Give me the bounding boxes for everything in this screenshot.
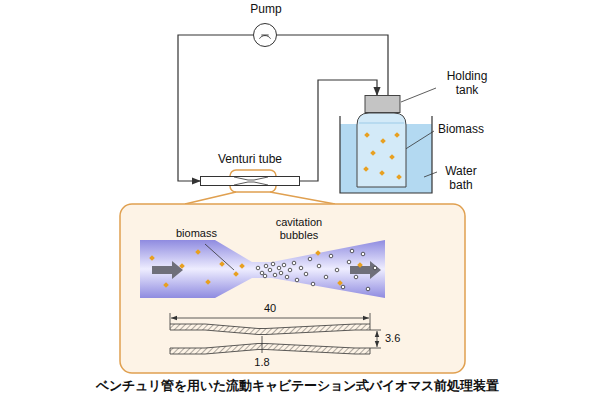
- callout: [185, 170, 335, 204]
- cavitation-bubble: [347, 260, 351, 264]
- dimension-value: 3.6: [383, 332, 417, 345]
- inset-panel: [120, 204, 465, 373]
- biomass-particle: [179, 263, 185, 269]
- leader-line: [205, 244, 234, 270]
- biomass-particle: [205, 279, 211, 285]
- flow-arrow: [152, 261, 183, 279]
- pump-symbol: Pump: [253, 23, 277, 47]
- cavitation-bubble: [329, 254, 333, 258]
- cavitation-bubble: [292, 261, 296, 265]
- leader-line: [424, 172, 437, 177]
- callout: [185, 192, 236, 204]
- biomass-particle: [149, 249, 363, 288]
- cavitation-bubble: [311, 282, 315, 286]
- venturi-tube: Venturi tube: [200, 176, 300, 186]
- callout: [270, 192, 335, 204]
- cavitation-bubble: [324, 275, 328, 279]
- pump-symbol-outline: [254, 24, 276, 46]
- part-label: Biomass: [438, 122, 498, 136]
- cavitation-bubble: [361, 252, 365, 256]
- pipe-connector: [277, 35, 388, 95]
- holding-tank-outline: [355, 95, 408, 188]
- cavitation-bubble: [299, 266, 303, 270]
- biomass-particle: [195, 249, 201, 255]
- cavitation-bubble: [282, 263, 286, 267]
- cavitation-bubble: [341, 285, 345, 289]
- cavitation-bubble: [335, 268, 339, 272]
- biomass-particle: [233, 271, 239, 277]
- dimension-line: [370, 348, 381, 349]
- cavitation-bubble: [304, 272, 308, 276]
- cavitation-bubble: [366, 287, 370, 291]
- cavitation-bubble: [273, 273, 277, 277]
- node-label: Pump: [232, 2, 300, 16]
- cavitation-bubble: [308, 257, 312, 261]
- cavitation-bubble: [256, 249, 377, 291]
- leader-line: [401, 88, 436, 102]
- biomass-particle: [163, 282, 169, 288]
- part-label: Water bath: [440, 164, 482, 193]
- cavitation-bubble: [264, 264, 268, 268]
- leader-line: [404, 131, 434, 150]
- cavitation-bubble: [256, 266, 260, 270]
- part-label: biomass: [176, 227, 226, 240]
- cavitation-bubble: [373, 266, 377, 270]
- cavitation-bubble: [279, 271, 283, 275]
- dimension-line: [170, 313, 381, 353]
- venturi-flow: [140, 240, 385, 298]
- biomass-particle: [357, 262, 363, 268]
- dimension-line: [262, 336, 263, 353]
- tube-wall: [170, 324, 370, 335]
- holding-tank: Holding tank: [355, 95, 408, 188]
- dimension-line: [370, 330, 381, 331]
- biomass-particle: [239, 263, 245, 269]
- dimension-value: 1.8: [252, 356, 271, 369]
- flow-arrow: [350, 261, 381, 279]
- biomass-particle: [149, 255, 155, 261]
- biomass-particle: [315, 250, 321, 256]
- cavitation-bubble: [268, 268, 272, 272]
- node-label: Venturi tube: [188, 152, 312, 166]
- cavitation-bubble: [288, 268, 292, 272]
- biomass-particle: [219, 261, 225, 267]
- dimension-line: [370, 313, 371, 324]
- node-label: Holding tank: [435, 69, 499, 98]
- part-label: cavitation bubbles: [262, 216, 336, 242]
- cavitation-bubble: [350, 249, 354, 253]
- cavitation-bubble: [317, 264, 321, 268]
- biomass-particle: [337, 280, 343, 286]
- figure-caption: ベンチュリ管を用いた流動キャビテーション式バイオマス前処理装置: [0, 378, 595, 394]
- cavitation-bubble: [354, 275, 358, 279]
- cavitation-bubble: [295, 278, 299, 282]
- cavitation-bubble: [263, 274, 267, 278]
- dimension-line: [170, 313, 171, 324]
- cavitation-bubble: [285, 275, 289, 279]
- venturi-tube-outline: [200, 176, 300, 186]
- cavitation-bubble: [260, 271, 264, 275]
- dimension-line: [171, 318, 369, 319]
- dimension-line: [377, 331, 378, 347]
- cavitation-bubble: [271, 262, 275, 266]
- cavitation-bubble: [277, 266, 281, 270]
- tube-wall: [170, 344, 370, 355]
- dimension-value: 40: [262, 302, 278, 315]
